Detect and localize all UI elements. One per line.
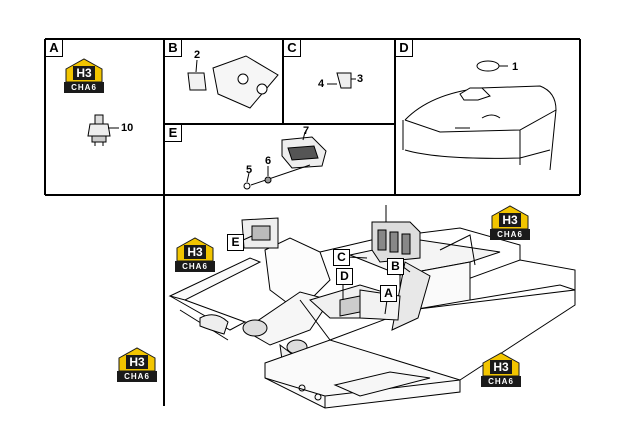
brand-logo: H3 CHA6	[64, 57, 104, 95]
plate-part-2	[187, 59, 207, 91]
panel-d-label: D	[395, 39, 413, 57]
main-label-c: C	[333, 249, 350, 266]
callout-5: 5	[246, 164, 253, 176]
main-label-e: E	[227, 234, 244, 251]
bracket-plate	[212, 55, 279, 109]
panel-b-label: B	[164, 39, 182, 57]
tank-part-1	[402, 60, 557, 171]
callout-7: 7	[303, 125, 310, 137]
callout-3: 3	[357, 73, 364, 85]
brand-logo: H3 CHA6	[481, 351, 521, 389]
main-label-d: D	[336, 268, 353, 285]
brand-logo: H3 CHA6	[175, 236, 215, 274]
callout-4: 4	[318, 78, 325, 90]
bolt-and-nut-5-6	[243, 164, 311, 190]
switch-part-10	[87, 114, 119, 146]
panel-a-label: A	[45, 39, 63, 57]
brand-logo: H3 CHA6	[117, 346, 157, 384]
leader-lines	[240, 235, 411, 315]
callout-6: 6	[265, 155, 272, 167]
callout-1: 1	[512, 61, 519, 73]
bracket-part-7	[281, 131, 327, 169]
callout-2: 2	[194, 49, 201, 61]
panel-frame-lines	[44, 38, 581, 406]
clip-part-3-4	[327, 72, 356, 89]
panel-c-label: C	[283, 39, 301, 57]
callout-10: 10	[121, 122, 134, 134]
main-label-b: B	[387, 258, 404, 275]
panel-e-label: E	[164, 124, 182, 142]
machine-frame-illustration	[168, 205, 576, 409]
brand-logo: H3 CHA6	[490, 204, 530, 242]
main-label-a: A	[380, 285, 397, 302]
